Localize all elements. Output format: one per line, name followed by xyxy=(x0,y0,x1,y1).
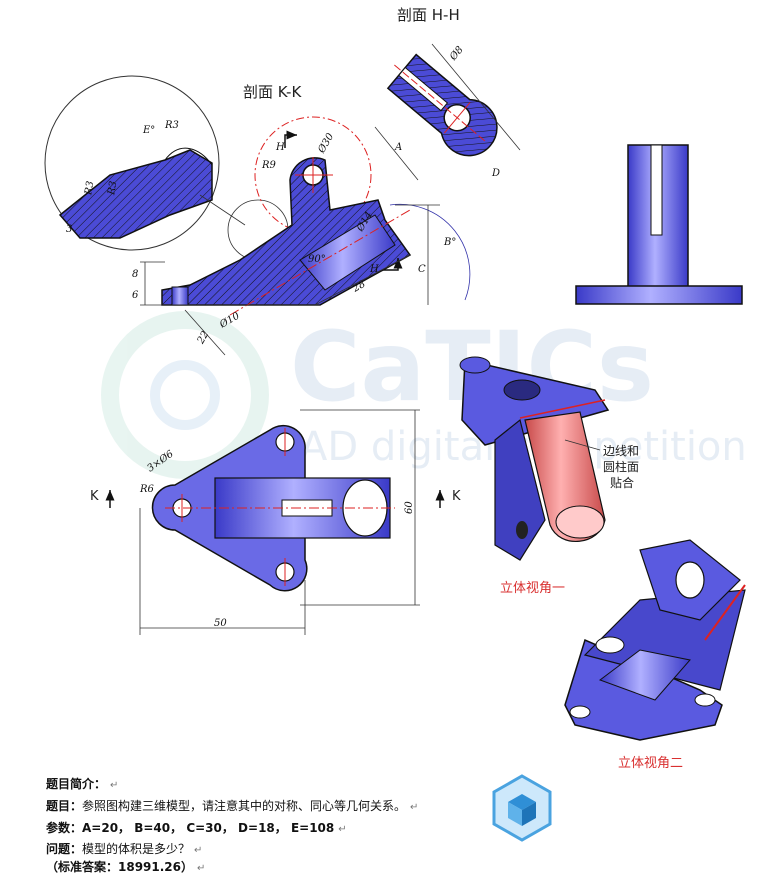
view-1-label: 立体视角一 xyxy=(500,581,565,596)
watermark-gear-icon xyxy=(101,311,269,479)
params-text: A=20， B=40， C=30， D=18， E=108 xyxy=(82,821,335,835)
top-view xyxy=(151,424,395,592)
dim-r3-detail-top: R3 xyxy=(164,120,179,131)
params-label: 参数： xyxy=(46,821,83,835)
question-text: 模型的体积是多少？ xyxy=(82,842,191,856)
view-2-label: 立体视角二 xyxy=(618,756,683,771)
side-view xyxy=(575,144,743,305)
dim-c: C xyxy=(418,264,426,275)
dim-b-angle: B° xyxy=(443,237,456,248)
label-h-top: H xyxy=(275,142,285,153)
section-hh-title: 剖面 H-H xyxy=(397,6,460,24)
detail-view: E° R3 R3 R3 3 xyxy=(44,75,289,261)
section-kk-view xyxy=(161,116,412,316)
iso-view-1 xyxy=(459,356,610,561)
label-h-bottom: H xyxy=(369,264,379,275)
callout-line-2: 圆柱面 xyxy=(603,459,639,474)
label-k-left: K xyxy=(90,489,99,504)
dim-a: A xyxy=(394,142,402,153)
intro-label: 题目简介： xyxy=(46,777,107,791)
dim-90: 90° xyxy=(308,254,326,265)
dim-phi30: Ø30 xyxy=(316,131,337,156)
answer-line: （标准答案：18991.26）↵ xyxy=(46,860,206,874)
callout-line-1: 边线和 xyxy=(603,444,639,458)
question-label: 问题： xyxy=(46,842,83,856)
task-label: 题目： xyxy=(46,799,83,813)
dim-six: 6 xyxy=(132,290,139,301)
dim-r3-detail-left: R3 xyxy=(83,180,96,197)
callout-line-3: 贴合 xyxy=(610,475,634,490)
params-line: 参数：A=20， B=40， C=30， D=18， E=108↵ xyxy=(46,821,347,835)
dim-e-angle: E° xyxy=(142,125,155,136)
dim-eight: 8 xyxy=(132,269,138,280)
label-k-right: K xyxy=(452,489,461,504)
dim-r9: R9 xyxy=(261,160,277,171)
dim-50: 50 xyxy=(214,618,227,629)
intro-line: 题目简介：↵ xyxy=(46,777,119,791)
section-hh-view xyxy=(386,53,498,157)
dim-d: D xyxy=(491,168,500,179)
iso-view-2 xyxy=(564,539,746,741)
section-kk-title: 剖面 K-K xyxy=(243,83,302,101)
answer-text: （标准答案：18991.26） xyxy=(46,860,194,874)
task-text: 参照图构建三维模型，请注意其中的对称、同心等几何关系。 xyxy=(82,799,407,813)
dim-60: 60 xyxy=(404,501,415,514)
question-line: 问题：模型的体积是多少？↵ xyxy=(46,842,203,856)
dim-r6: R6 xyxy=(139,484,155,495)
task-line: 题目：参照图构建三维模型，请注意其中的对称、同心等几何关系。↵ xyxy=(46,799,419,813)
dim-r3-detail-mid: R3 xyxy=(106,180,119,197)
dim-phi8: Ø8 xyxy=(447,44,465,63)
cube-logo xyxy=(492,774,552,842)
dim-three: 3 xyxy=(66,224,72,235)
